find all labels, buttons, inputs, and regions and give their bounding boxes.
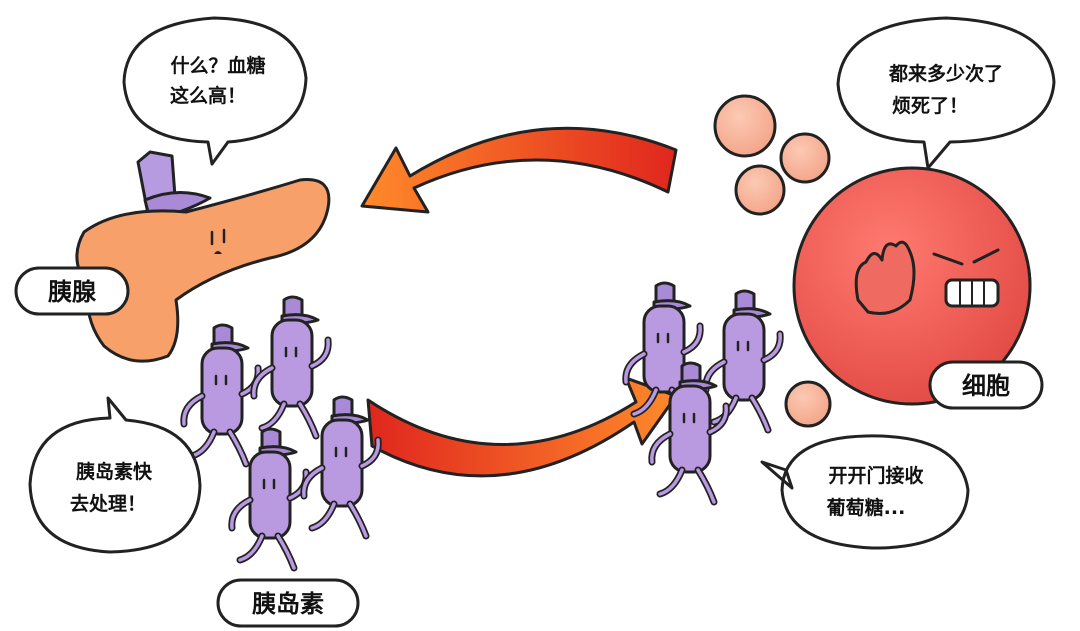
arrow-pancreas-to-cell: [366, 376, 678, 478]
insulin-character: [184, 325, 258, 464]
speech-bubble-insulin-at-cell: 开开门接收 葡萄糖...: [760, 434, 970, 550]
cell-label: 细胞: [928, 360, 1044, 410]
glucose-ball: [734, 164, 786, 216]
glucose-ball: [779, 132, 831, 184]
bubble-insulin-team-line2: 去处理！: [70, 492, 146, 515]
insulin-label: 胰岛素: [216, 578, 360, 628]
speech-bubble-cell: 都来多少次了 烦死了！: [836, 16, 1056, 170]
insulin-group-left: [184, 297, 378, 568]
insulin-character: [706, 291, 780, 430]
insulin-character: [254, 297, 328, 436]
insulin-character: [304, 397, 378, 536]
speech-bubble-pancreas: 什么？血糖 这么高！: [122, 16, 308, 166]
glucose-ball: [784, 380, 832, 428]
pancreas-label-text: 胰腺: [48, 278, 97, 306]
arrow-cell-to-pancreas: [360, 126, 678, 214]
cell: [792, 166, 1032, 406]
bubble-pancreas-line2: 这么高！: [170, 84, 246, 107]
speech-bubble-insulin-team: 胰岛素快 去处理！: [28, 396, 202, 554]
pancreas-label: 胰腺: [14, 266, 130, 316]
insulin-label-text: 胰岛素: [252, 590, 324, 618]
bubble-pancreas-line1: 什么？血糖: [170, 54, 265, 77]
bubble-insulin-at-cell-line2: 葡萄糖...: [827, 496, 906, 519]
cell-label-text: 细胞: [962, 372, 1010, 400]
pancreas: [75, 150, 331, 363]
bubble-cell-line1: 都来多少次了: [888, 62, 1003, 85]
bubble-insulin-team-line1: 胰岛素快: [75, 460, 153, 483]
bubble-cell-line2: 烦死了！: [892, 95, 968, 117]
glucose-ball: [713, 94, 777, 158]
bubble-insulin-at-cell-line1: 开开门接收: [828, 464, 923, 487]
